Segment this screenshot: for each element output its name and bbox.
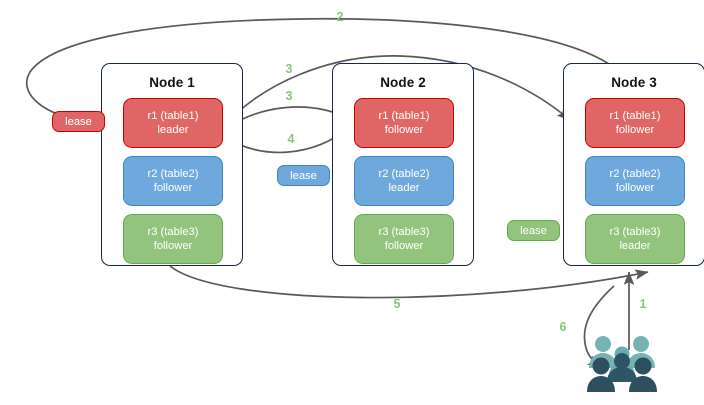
node-2-replica-r3[interactable]: r3 (table3) follower — [354, 214, 454, 264]
node-3-replica-r1-name: r1 (table1) — [609, 109, 661, 122]
node-1-container[interactable]: Node 1 r1 (table1) leader r2 (table2) fo… — [101, 63, 243, 266]
node-1-replica-r3-role: follower — [153, 240, 193, 252]
node-3-replica-r3-role: leader — [619, 240, 651, 252]
step-label-1: 1 — [639, 297, 647, 311]
node-2-replica-r1-role: follower — [384, 124, 424, 136]
node-3-replica-r3-name: r3 (table3) — [609, 225, 661, 238]
node-2-replica-r1-name: r1 (table1) — [378, 109, 430, 122]
node-2-replica-r2-role: leader — [388, 182, 420, 194]
node-1-replica-r3-name: r3 (table3) — [147, 225, 199, 238]
node-3-replica-r1[interactable]: r1 (table1) follower — [585, 98, 685, 148]
node-1-replica-r1-role: leader — [157, 124, 189, 136]
node-1-replica-r1[interactable]: r1 (table1) leader — [123, 98, 223, 148]
node-3-replica-r1-role: follower — [615, 124, 655, 136]
node-1-replica-r2[interactable]: r2 (table2) follower — [123, 156, 223, 206]
step-label-6: 6 — [559, 320, 567, 334]
users-group-icon — [587, 336, 657, 392]
node-2-replica-r3-role: follower — [384, 240, 424, 252]
node-3-replica-r2-role: follower — [615, 182, 655, 194]
node-3-replica-r3[interactable]: r3 (table3) leader — [585, 214, 685, 264]
node-1-replica-r3[interactable]: r3 (table3) follower — [123, 214, 223, 264]
node-1-title: Node 1 — [149, 75, 195, 90]
node-3-replica-r2-name: r2 (table2) — [609, 167, 661, 180]
node-3-title: Node 3 — [611, 75, 657, 90]
step-label-5: 5 — [393, 297, 401, 311]
arrow-step-5 — [169, 265, 649, 299]
node-2-replica-r1[interactable]: r1 (table1) follower — [354, 98, 454, 148]
node-2-replica-r2[interactable]: r2 (table2) leader — [354, 156, 454, 206]
step-label-4: 4 — [287, 132, 295, 146]
lease-badge-blue[interactable]: lease — [277, 165, 330, 186]
node-2-replica-r3-name: r3 (table3) — [378, 225, 430, 238]
node-3-replica-r2[interactable]: r2 (table2) follower — [585, 156, 685, 206]
node-1-replica-r1-name: r1 (table1) — [147, 109, 199, 122]
lease-badge-green[interactable]: lease — [507, 220, 560, 241]
node-1-replica-r2-name: r2 (table2) — [147, 167, 199, 180]
step-label-3-lower: 3 — [285, 89, 293, 103]
node-2-container[interactable]: Node 2 r1 (table1) follower r2 (table2) … — [332, 63, 474, 266]
step-label-2: 2 — [336, 10, 344, 24]
node-1-replica-r2-role: follower — [153, 182, 193, 194]
node-3-container[interactable]: Node 3 r1 (table1) follower r2 (table2) … — [563, 63, 704, 266]
node-2-title: Node 2 — [380, 75, 426, 90]
step-label-3-upper: 3 — [285, 62, 293, 76]
lease-badge-red[interactable]: lease — [52, 111, 105, 132]
node-2-replica-r2-name: r2 (table2) — [378, 167, 430, 180]
